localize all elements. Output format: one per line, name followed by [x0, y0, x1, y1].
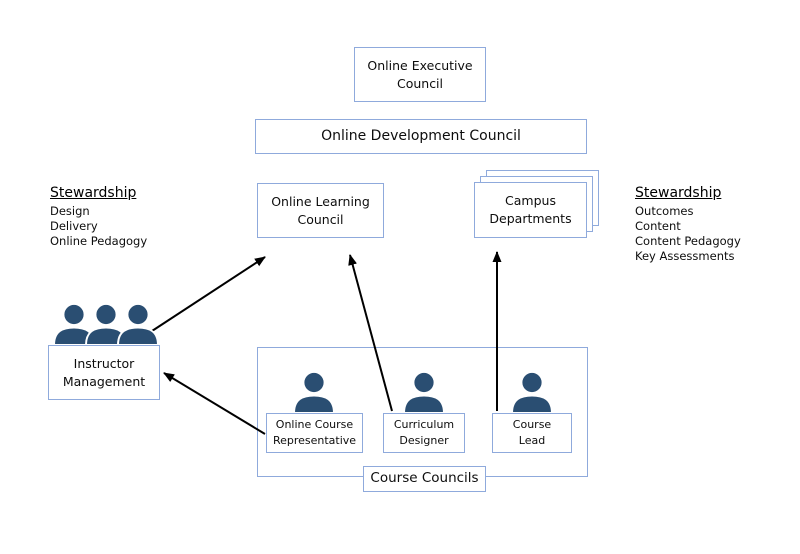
online-learning-council-label: Online Learning Council — [271, 193, 370, 227]
role-curriculum-designer-box: Curriculum Designer — [383, 413, 465, 453]
people-group-icon — [52, 303, 160, 345]
stewardship-right-block: Stewardship Outcomes Content Content Ped… — [635, 184, 741, 264]
course-councils-container — [257, 347, 588, 477]
course-councils-label: Course Councils — [370, 470, 479, 487]
campus-departments-box: Campus Departments — [474, 182, 587, 238]
stewardship-right-item: Key Assessments — [635, 249, 735, 263]
instructor-management-label: Instructor Management — [62, 355, 146, 389]
course-councils-label-box: Course Councils — [363, 466, 486, 492]
stewardship-left-item: Delivery — [50, 219, 98, 233]
role-course-lead-box: Course Lead — [492, 413, 572, 453]
role-online-course-representative-label: Online Course Representative — [272, 418, 357, 447]
stewardship-left-title: Stewardship — [50, 185, 137, 201]
role-course-lead-label: Course Lead — [512, 418, 552, 447]
role-online-course-representative-box: Online Course Representative — [266, 413, 363, 453]
stewardship-right-item: Content — [635, 219, 681, 233]
online-learning-council-box: Online Learning Council — [257, 183, 384, 238]
instructor-management-box: Instructor Management — [48, 345, 160, 400]
online-development-council-box: Online Development Council — [255, 119, 587, 154]
stewardship-right-item: Outcomes — [635, 204, 694, 218]
stewardship-left-item: Online Pedagogy — [50, 234, 148, 248]
stewardship-left-item: Design — [50, 204, 90, 218]
arrow-instructors-to-learning-council — [151, 256, 266, 332]
arrow-course-rep-to-instructor-management — [163, 372, 266, 435]
campus-departments-label: Campus Departments — [489, 193, 572, 226]
online-executive-council-label: Online Executive Council — [367, 57, 473, 91]
stewardship-left-block: Stewardship Design Delivery Online Pedag… — [50, 184, 147, 249]
online-development-council-label: Online Development Council — [321, 127, 521, 144]
online-executive-council-box: Online Executive Council — [354, 47, 486, 102]
stewardship-right-title: Stewardship — [635, 185, 722, 201]
role-curriculum-designer-label: Curriculum Designer — [393, 418, 455, 447]
stewardship-right-item: Content Pedagogy — [635, 234, 741, 248]
